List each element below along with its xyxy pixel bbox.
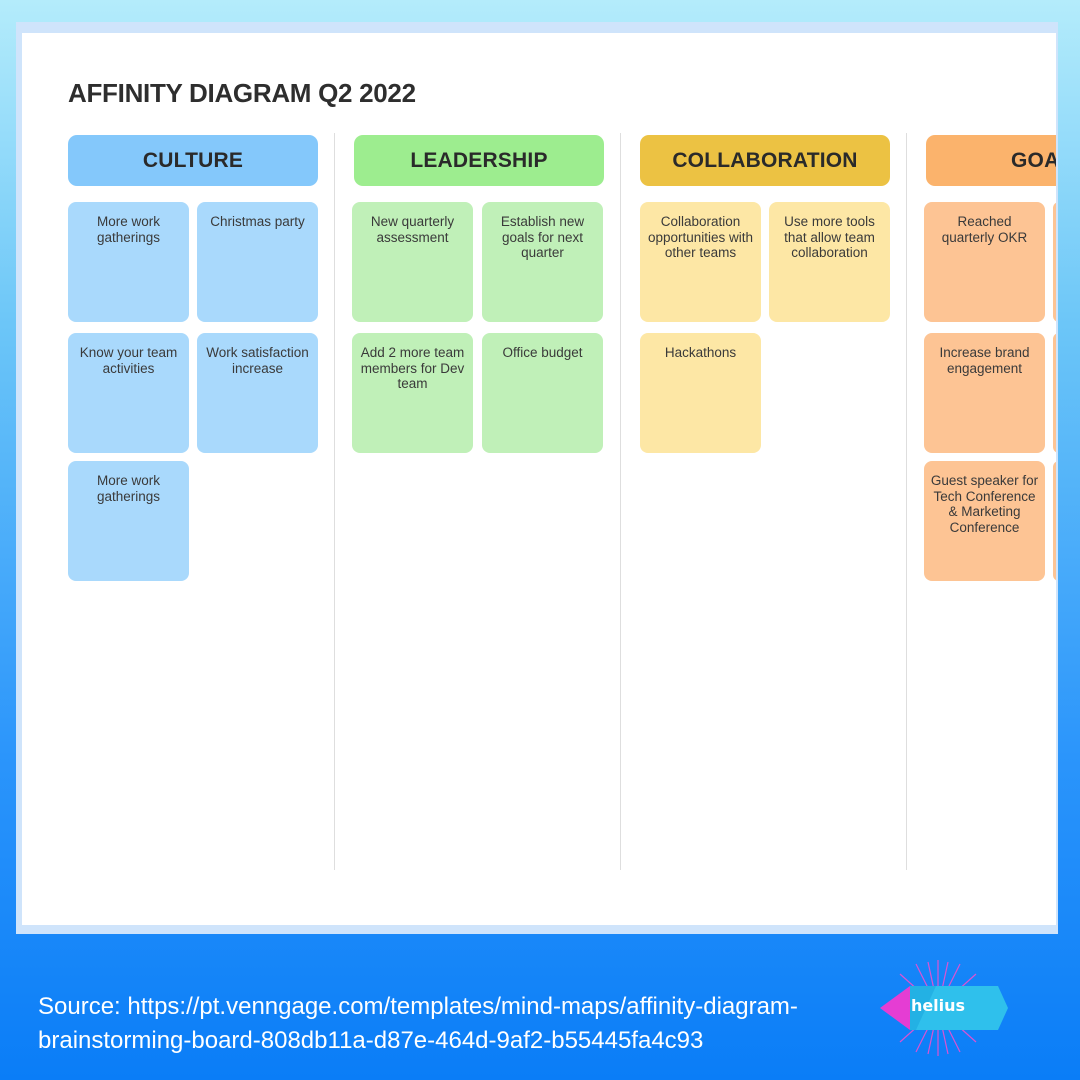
column-divider xyxy=(620,133,621,870)
helius-logo-text: helius xyxy=(910,996,966,1015)
source-caption: Source: https://pt.venngage.com/template… xyxy=(38,990,858,1058)
column-header-leadership[interactable]: LEADERSHIP xyxy=(354,135,604,186)
sticky-note-partial[interactable] xyxy=(1053,202,1056,322)
sticky-note-partial[interactable] xyxy=(1053,461,1056,581)
source-line-1: Source: https://pt.venngage.com/template… xyxy=(38,993,798,1020)
sticky-note-partial[interactable] xyxy=(1053,333,1056,453)
column-divider xyxy=(334,133,335,870)
column-header-culture[interactable]: CULTURE xyxy=(68,135,318,186)
column-header-collaboration[interactable]: COLLABORATION xyxy=(640,135,890,186)
sticky-note[interactable]: Work satisfaction increase xyxy=(197,333,318,453)
sticky-note[interactable]: Collaboration opportunities with other t… xyxy=(640,202,761,322)
sticky-note[interactable]: Christmas party xyxy=(197,202,318,322)
sticky-note[interactable]: Know your team activities xyxy=(68,333,189,453)
helius-logo-mark xyxy=(880,960,1008,1056)
sticky-note[interactable]: New quarterly assessment xyxy=(352,202,473,322)
affinity-board: AFFINITY DIAGRAM Q2 2022 CULTURE More wo… xyxy=(22,33,1056,925)
column-divider xyxy=(906,133,907,870)
sticky-note[interactable]: Hackathons xyxy=(640,333,761,453)
board-title: AFFINITY DIAGRAM Q2 2022 xyxy=(68,78,416,108)
sticky-note[interactable]: Add 2 more team members for Dev team xyxy=(352,333,473,453)
sticky-note[interactable]: Use more tools that allow team collabora… xyxy=(769,202,890,322)
sticky-note[interactable]: More work gatherings xyxy=(68,202,189,322)
sticky-note[interactable]: Establish new goals for next quarter xyxy=(482,202,603,322)
sticky-note[interactable]: More work gatherings xyxy=(68,461,189,581)
column-header-goals-label: GOA xyxy=(1011,148,1056,172)
helius-logo: helius xyxy=(876,958,1012,1058)
column-header-goals[interactable]: GOA xyxy=(926,135,1056,186)
sticky-note[interactable]: Reached quarterly OKR xyxy=(924,202,1045,322)
sticky-note[interactable]: Office budget xyxy=(482,333,603,453)
source-line-2: brainstorming-board-808db11a-d87e-464d-9… xyxy=(38,1027,704,1054)
sticky-note[interactable]: Guest speaker for Tech Conference & Mark… xyxy=(924,461,1045,581)
sticky-note[interactable]: Increase brand engagement xyxy=(924,333,1045,453)
